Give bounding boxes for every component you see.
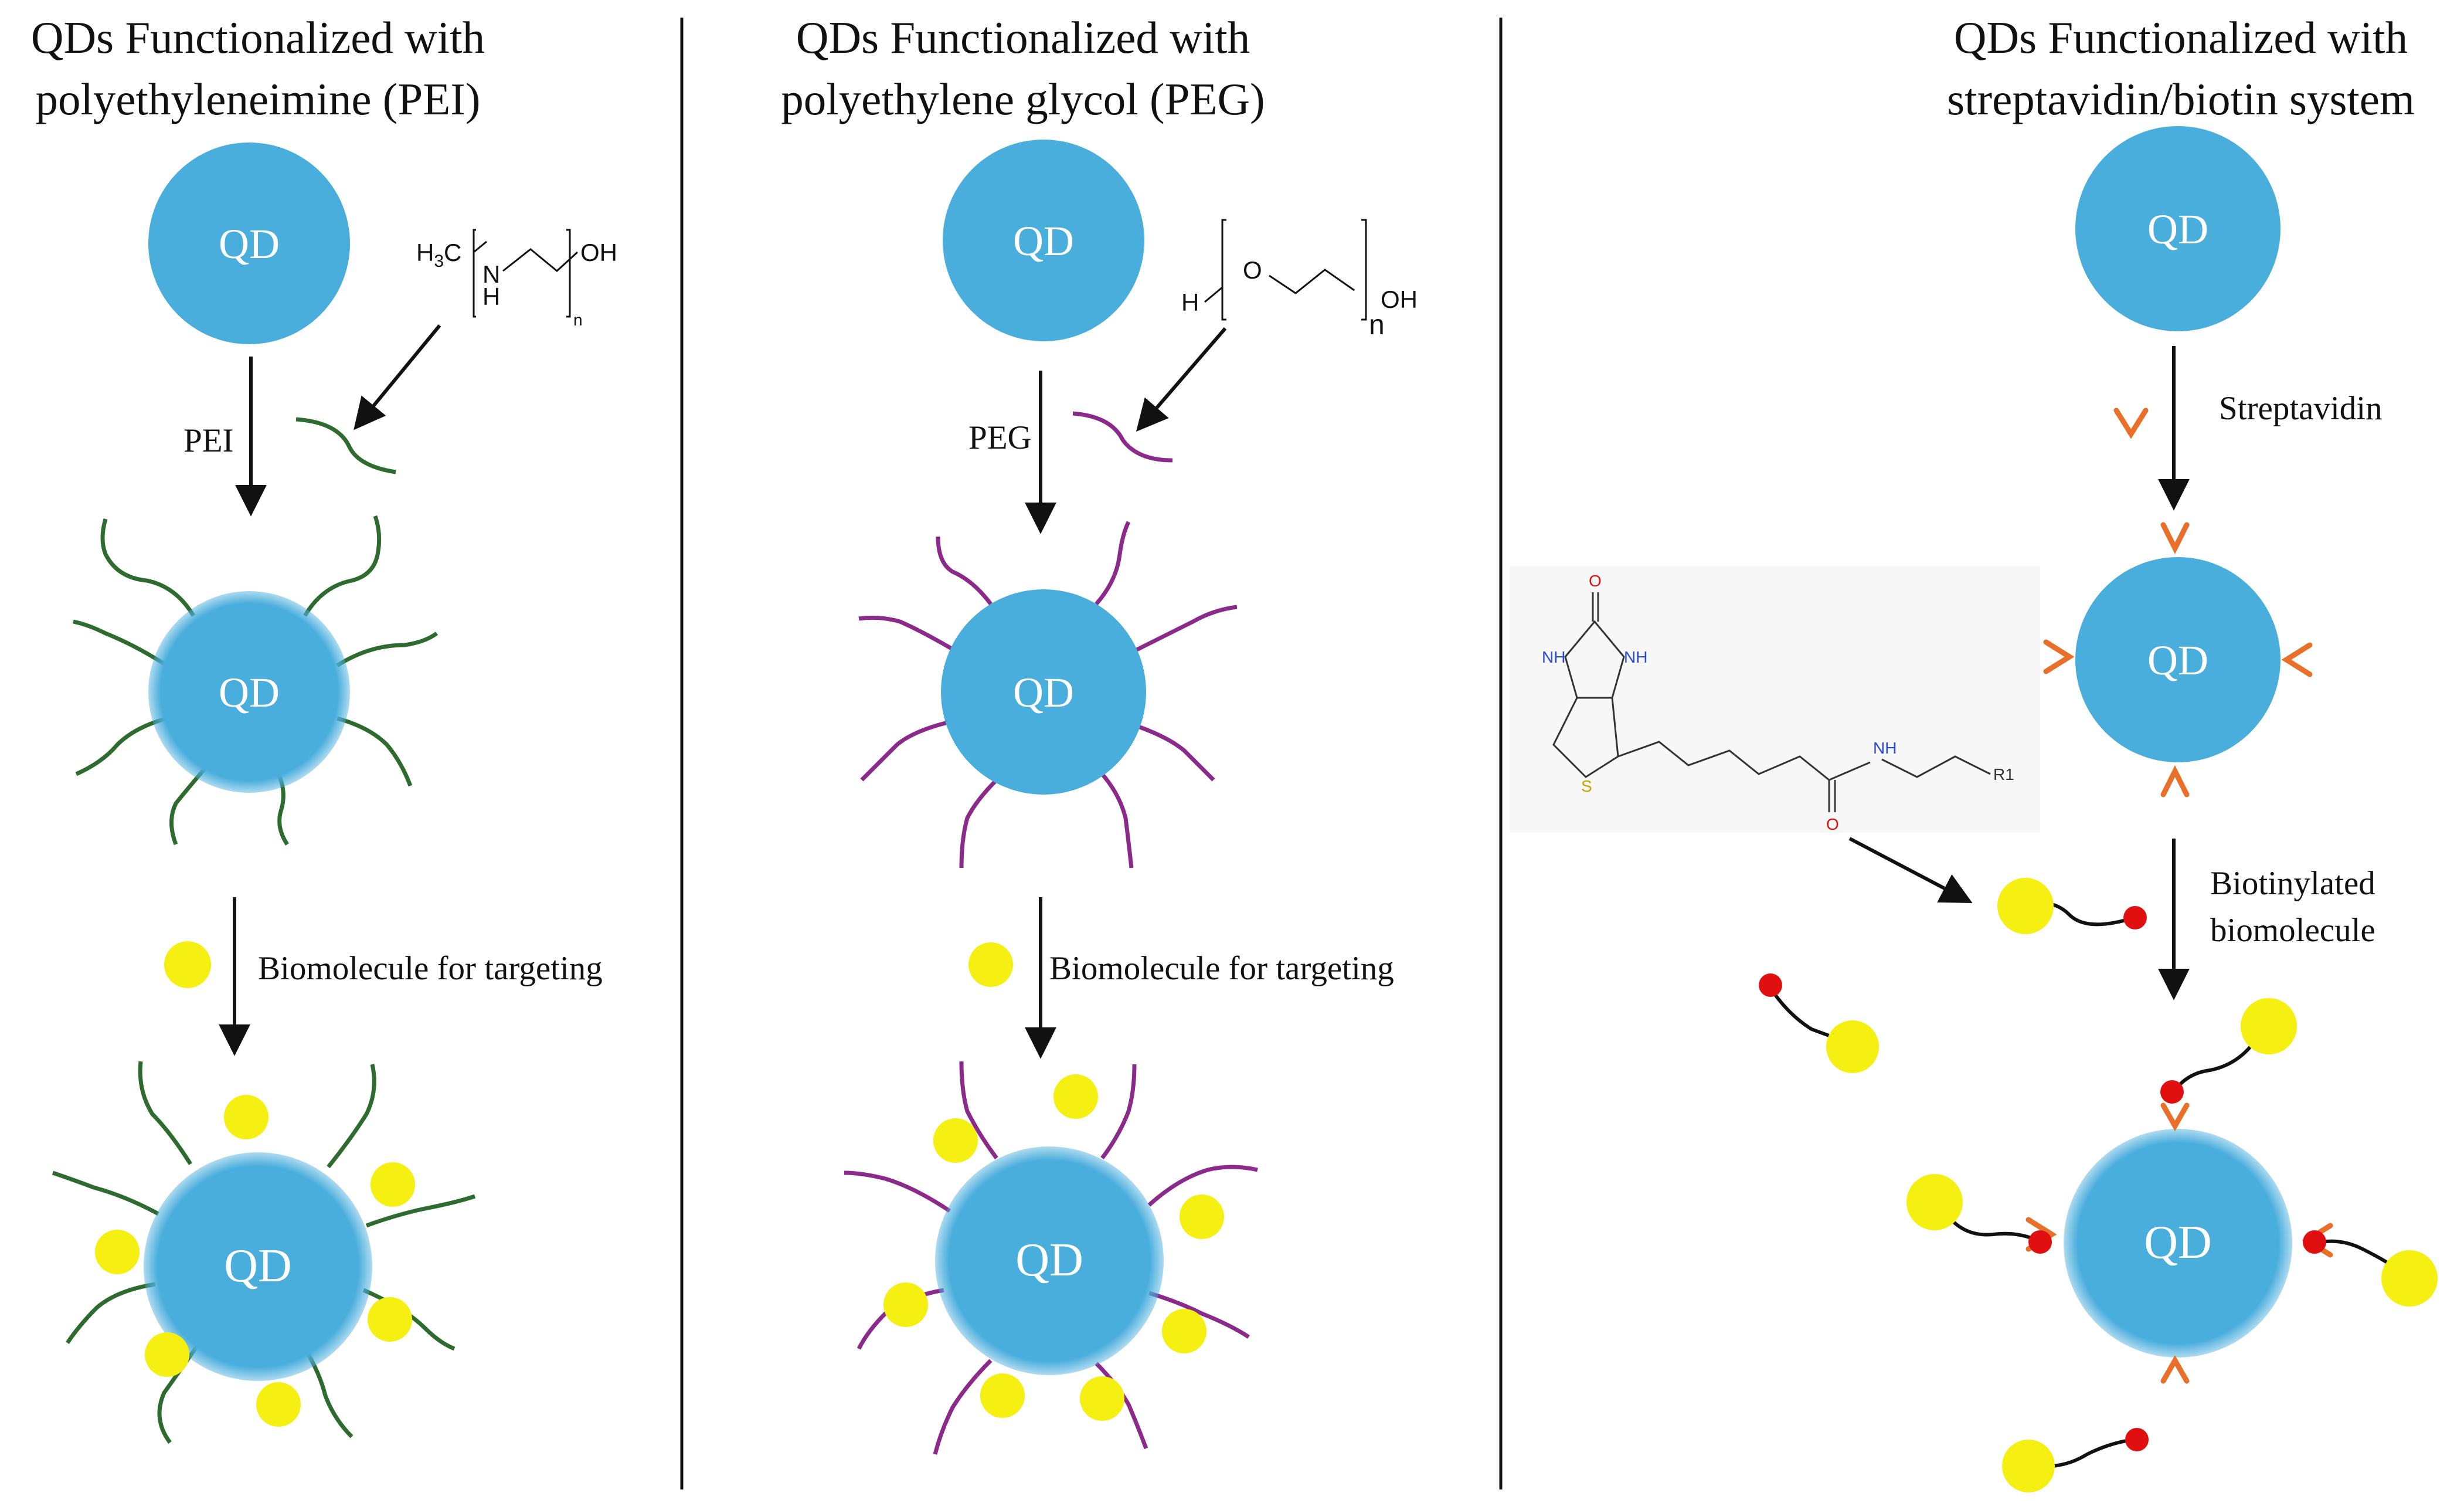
pei-formula-arrow (354, 324, 441, 430)
sa-step2-label-line2: biomolecule (2210, 912, 2375, 949)
sa-qd-bare (2075, 126, 2281, 331)
biotin-nh-left: NH (1542, 648, 1565, 666)
peg-formula: H O OH n (1181, 219, 1418, 341)
peg-biomolecule-sample (968, 942, 1013, 987)
peg-qd-functionalized: QD (858, 521, 1238, 868)
peg-formula-h: H (1181, 289, 1199, 316)
biotin-nh-amide: NH (1873, 739, 1897, 757)
pei-biomolecule-sample (164, 941, 211, 988)
peg-qd-bare-label: QD (1013, 218, 1074, 264)
peg-title-line1: QDs Functionalized with (796, 12, 1250, 63)
pei-title-line2: polyethyleneimine (PEI) (35, 74, 480, 124)
peg-title-line2: polyethylene glycol (PEG) (781, 74, 1265, 124)
sa-step1-label: Streptavidin (2219, 390, 2383, 427)
biotin-o-amide: O (1826, 815, 1839, 833)
sa-qd-streptavidin: QD (2043, 522, 2313, 798)
peg-bound-biomolecules (883, 1074, 1224, 1421)
biotinylated-sample (1997, 878, 2147, 934)
sa-title-line2: streptavidin/biotin system (1947, 74, 2415, 124)
pei-qd-functionalized: QD (73, 515, 439, 846)
pei-ligand-sample (295, 417, 396, 474)
biotin-r1: R1 (1993, 765, 2014, 783)
pei-step1-label: PEI (183, 422, 234, 459)
pei-formula-sub-n: n (573, 311, 583, 329)
biotin-s: S (1581, 777, 1592, 795)
peg-qd-targeted: QD (844, 1061, 1258, 1455)
peg-formula-arrow (1136, 327, 1227, 432)
panel-streptavidin: QDs Functionalized with streptavidin/bio… (1510, 12, 2438, 1492)
panel-pei: QDs Functionalized with polyethyleneimin… (31, 12, 617, 1444)
pei-qd2-label: QD (219, 669, 280, 716)
panel-peg: QDs Functionalized with polyethylene gly… (781, 12, 1418, 1455)
pei-title-line1: QDs Functionalized with (31, 12, 485, 63)
peg-ligand-sample (1072, 411, 1173, 463)
pei-bound-biomolecules (95, 1095, 415, 1427)
pei-qd-bare-label: QD (219, 220, 280, 267)
biotin-structure: O NH NH S NH O R1 (1510, 566, 2040, 833)
biotin-arrow (1848, 837, 1973, 904)
biotinylated-free (1759, 973, 1879, 1073)
sa-title-line1: QDs Functionalized with (1954, 12, 2408, 63)
pei-qd-targeted: QD (52, 1061, 476, 1444)
pei-qd-bare (148, 142, 350, 344)
peg-step1-label: PEG (968, 419, 1032, 456)
biotin-nh-right: NH (1624, 648, 1647, 666)
pei-formula-oh: OH (580, 239, 617, 266)
sa-streptavidin-bound (2043, 522, 2313, 798)
pei-formula: H3C N H OH n (416, 229, 617, 329)
pei-qd3-label: QD (224, 1240, 292, 1292)
pei-formula-n: N (482, 260, 500, 288)
sa-qd2-label: QD (2147, 637, 2208, 684)
sa-streptavidin-sample (2113, 408, 2149, 439)
peg-formula-oh: OH (1381, 286, 1418, 313)
peg-step2-label: Biomolecule for targeting (1049, 950, 1394, 987)
peg-formula-sub-n: n (1369, 310, 1385, 341)
peg-qd2-label: QD (1013, 669, 1074, 716)
biotin-o-top: O (1589, 572, 1602, 590)
pei-step2-label: Biomolecule for targeting (258, 950, 603, 987)
sa-step2-label-line1: Biotinylated (2210, 865, 2375, 902)
pei-formula-h: H (482, 283, 500, 310)
pei-formula-h3c: H3C (416, 239, 461, 271)
peg-qd-bare (943, 140, 1144, 341)
peg-formula-o: O (1243, 256, 1262, 284)
sa-qd-targeted: QD (1906, 998, 2438, 1492)
sa-qd3-label: QD (2144, 1217, 2212, 1268)
sa-qd-bare-label: QD (2147, 206, 2208, 253)
peg-qd3-label: QD (1015, 1234, 1083, 1286)
